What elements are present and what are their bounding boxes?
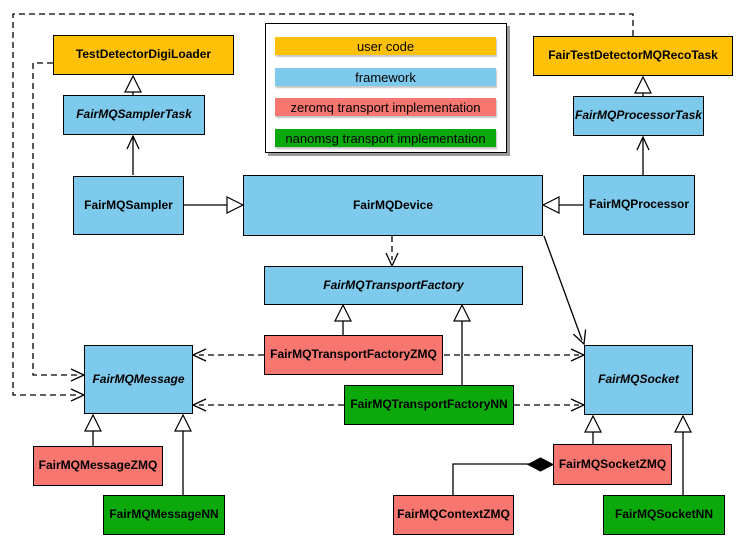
node-fairtestdetectormqrecotask: FairTestDetectorMQRecoTask [533, 36, 733, 76]
legend-item-nanomsg: nanomsg transport implementation [275, 129, 496, 147]
edge-device-to-transportfactory-dependency [385, 236, 399, 268]
node-fairmqcontextzmq: FairMQContextZMQ [393, 495, 514, 535]
legend-item-framework: framework [275, 68, 496, 86]
node-fairmqsocketnn: FairMQSocketNN [603, 495, 725, 535]
node-testdetectordigiloader: TestDetectorDigiLoader [53, 35, 234, 75]
node-fairmqmessagezmq: FairMQMessageZMQ [33, 446, 163, 486]
node-fairmqprocessortask: FairMQProcessorTask [573, 96, 704, 136]
edge-tfzmq-to-socket-dependency [444, 348, 586, 362]
legend-item-user-code: user code [275, 37, 496, 55]
node-fairmqtransportfactory: FairMQTransportFactory [264, 266, 523, 305]
node-fairmqsocket: FairMQSocket [584, 345, 693, 415]
edge-messagenn-to-message-inheritance [174, 413, 192, 495]
node-fairmqsamplertask: FairMQSamplerTask [63, 95, 205, 135]
edge-tfzmq-to-transportfactory-inheritance [334, 303, 352, 335]
edge-sampler-to-device-inheritance [184, 196, 245, 214]
node-fairmqmessagenn: FairMQMessageNN [103, 495, 225, 535]
edge-device-to-socket-association [543, 235, 587, 346]
edge-tfzmq-to-message-dependency [191, 348, 264, 362]
node-fairmqdevice: FairMQDevice [243, 175, 543, 236]
legend: user code framework zeromq transport imp… [265, 23, 507, 153]
edge-processor-to-device-inheritance [541, 196, 583, 214]
edge-contextzmq-to-socketzmq-composition [452, 457, 555, 495]
edge-processor-to-processortask-association [636, 135, 650, 175]
edge-samplertask-digiloader-inheritance [124, 74, 142, 95]
legend-item-zeromq: zeromq transport implementation [275, 98, 496, 116]
edge-socketzmq-to-socket-inheritance [584, 414, 602, 444]
edge-processortask-recotask-inheritance [634, 75, 652, 96]
node-fairmqsampler: FairMQSampler [73, 176, 184, 235]
node-fairmqtransportfactoryzmq: FairMQTransportFactoryZMQ [264, 335, 443, 375]
edge-socketnn-to-socket-inheritance [674, 414, 692, 495]
edge-tfnn-to-message-dependency [191, 398, 344, 412]
edge-tfnn-to-transportfactory-inheritance [453, 303, 471, 385]
node-fairmqtransportfactorynn: FairMQTransportFactoryNN [344, 385, 514, 425]
node-fairmqsocketzmq: FairMQSocketZMQ [553, 444, 672, 485]
node-fairmqmessage: FairMQMessage [84, 345, 193, 414]
node-fairmqprocessor: FairMQProcessor [583, 175, 695, 235]
edge-messagezmq-to-message-inheritance [84, 413, 102, 446]
edge-sampler-to-samplertask-association [126, 134, 140, 175]
edge-tfnn-to-socket-dependency [514, 398, 586, 412]
